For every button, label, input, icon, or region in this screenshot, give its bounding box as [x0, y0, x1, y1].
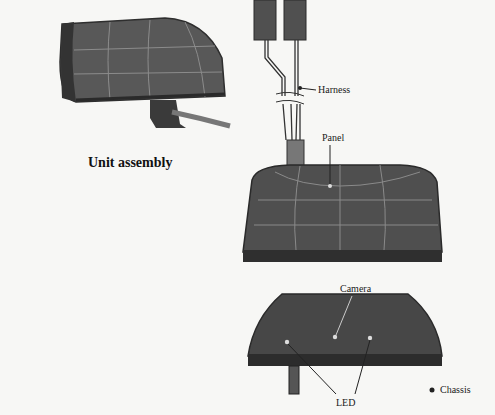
- figure-caption: Unit assembly: [88, 155, 172, 170]
- part-label: Harness: [318, 84, 350, 95]
- part-label: Camera: [340, 283, 371, 294]
- part-label: Chassis: [440, 384, 471, 395]
- part-label: LED: [336, 397, 355, 408]
- part-label: Panel: [322, 132, 344, 143]
- harness-drawing: [254, 0, 316, 168]
- camera-housing-drawing: [248, 294, 442, 394]
- unit-assembly-drawing: [60, 18, 230, 128]
- panel-drawing: [243, 145, 442, 262]
